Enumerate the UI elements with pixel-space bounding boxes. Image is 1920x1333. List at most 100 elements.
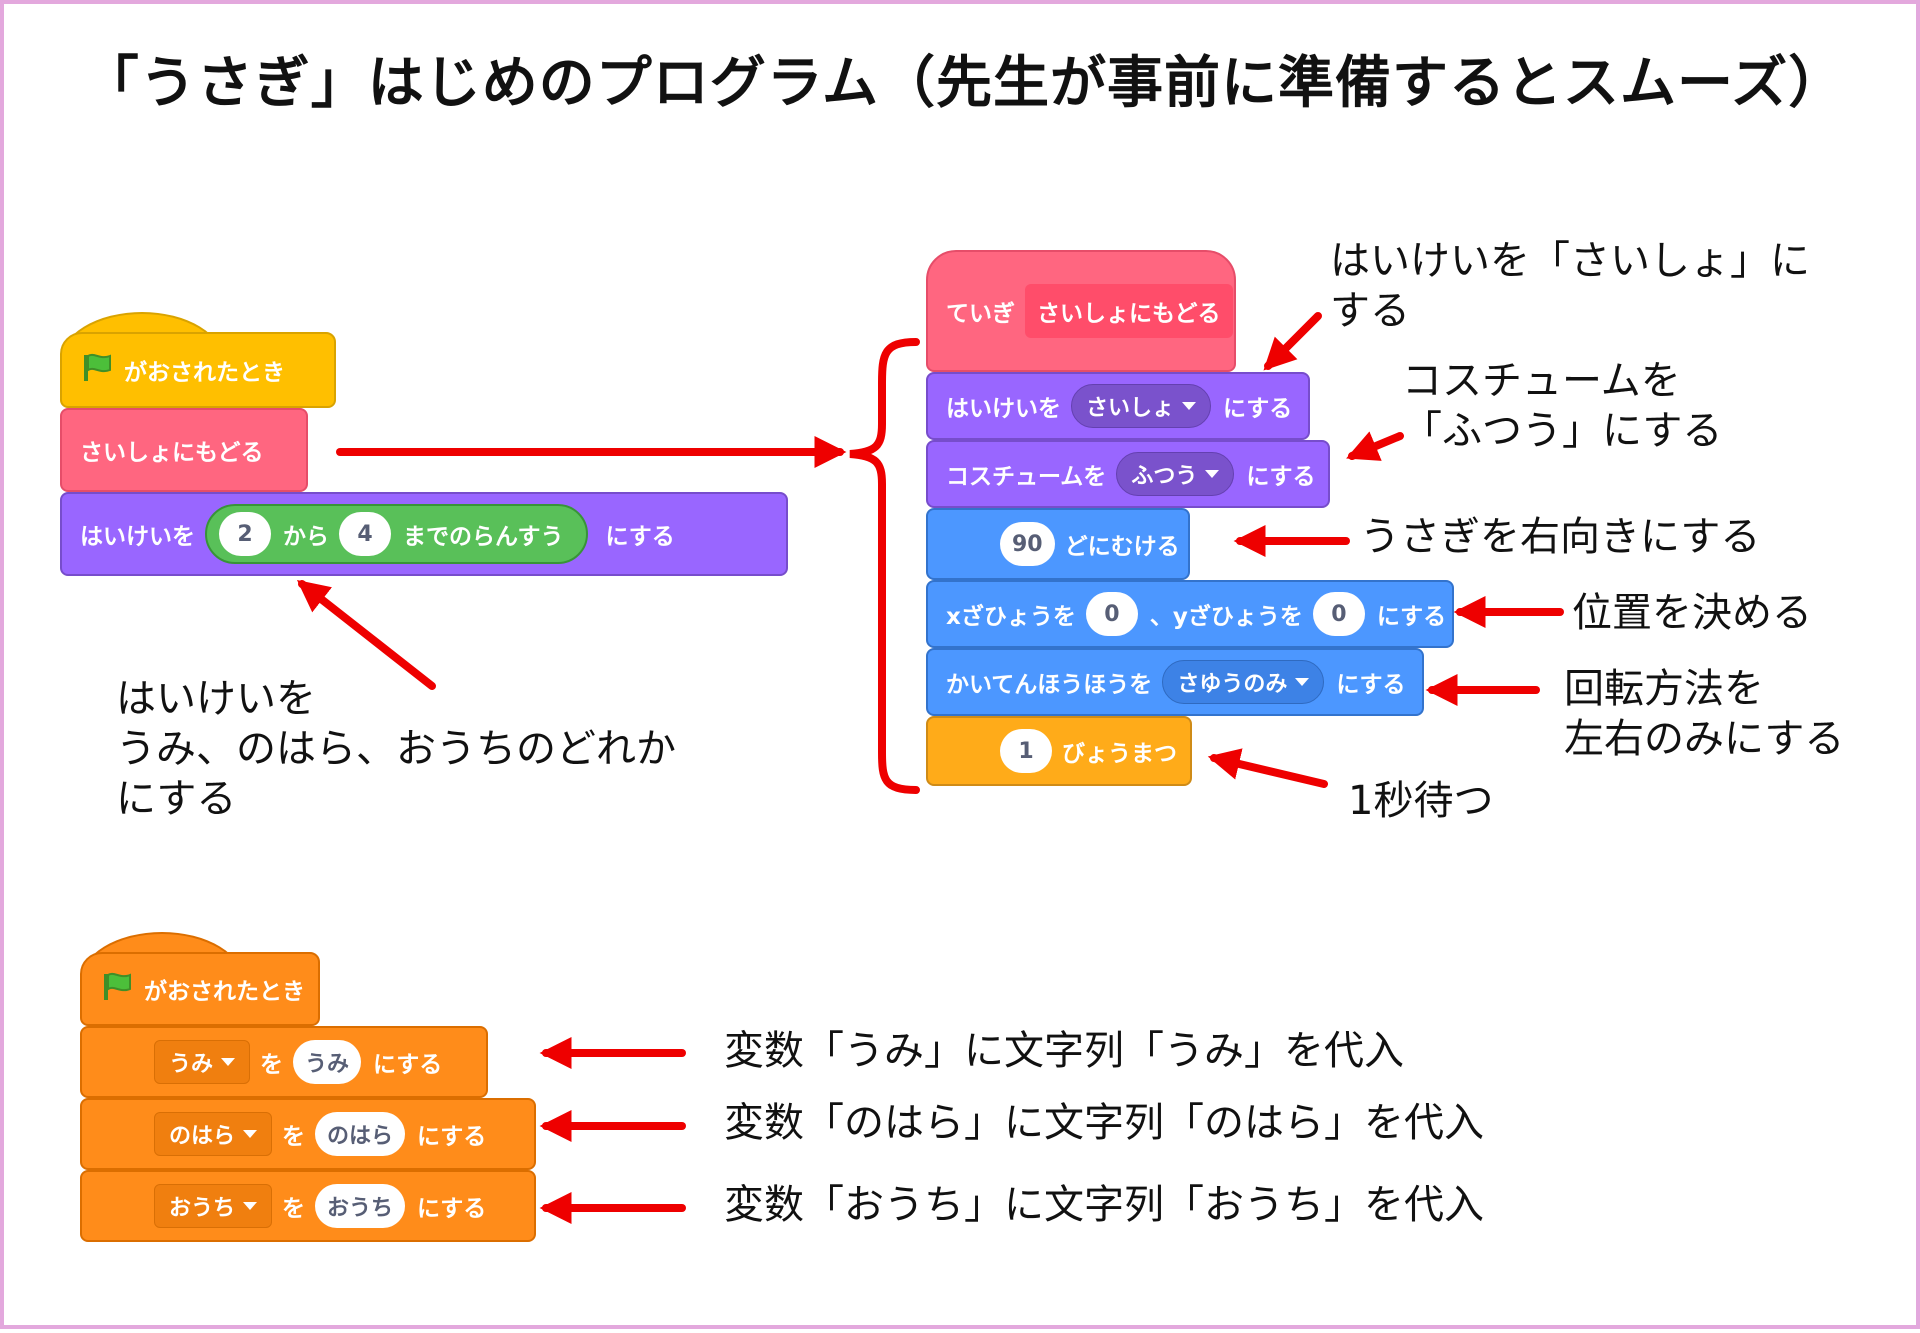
note-line: 変数「うみ」に文字列「うみ」を代入	[724, 1028, 1404, 1074]
note-rotation: 回転方法を 左右のみにする	[1564, 664, 1844, 764]
random-kara-label: から	[283, 524, 329, 550]
dropdown-caret-icon	[1295, 678, 1310, 686]
rotation-dropdown-value: さゆうのみ	[1177, 672, 1288, 697]
note-line: する	[1330, 288, 1410, 334]
y-input[interactable]: 0	[1312, 592, 1365, 636]
set-variable-block-nohara[interactable]: のはら を のはら にする	[80, 1098, 536, 1170]
variable-dropdown-value: のはら	[169, 1124, 236, 1149]
note-backdrop-reset: はいけいを「さいしょ」に する	[1330, 236, 1810, 336]
wo-label: を	[282, 1196, 306, 1222]
switch-costume-block[interactable]: コスチュームを ふつう にする	[926, 440, 1330, 508]
note-line: うみ、のはら、おうちのどれか	[116, 726, 676, 772]
rotation-suffix: にする	[1336, 672, 1406, 698]
set-variable-block-umi[interactable]: うみ を うみ にする	[80, 1026, 488, 1098]
define-name: さいしょにもどる	[1025, 284, 1233, 338]
value-input[interactable]: うみ	[293, 1040, 362, 1084]
custom-block-label: さいしょにもどる	[80, 440, 264, 466]
define-label: ていぎ	[946, 301, 1015, 327]
backdrop-dropdown-value: さいしょ	[1086, 396, 1175, 421]
random-to-input[interactable]: 4	[339, 512, 391, 556]
variable-dropdown-value: うみ	[169, 1052, 214, 1077]
note-line: 変数「おうち」に文字列「おうち」を代入	[724, 1182, 1484, 1228]
random-suffix-label: までのらんすう	[403, 524, 564, 550]
y-label: 、yざひょうを	[1149, 604, 1303, 630]
variable-dropdown-value: おうち	[169, 1196, 236, 1221]
note-line: 1秒待つ	[1348, 778, 1494, 824]
note-assign-nohara: 変数「のはら」に文字列「のはら」を代入	[724, 1098, 1484, 1148]
note-line: 回転方法を	[1564, 666, 1764, 712]
variable-dropdown[interactable]: おうち	[154, 1184, 273, 1228]
backdrop-suffix: にする	[1223, 396, 1293, 422]
set-rotation-style-block[interactable]: かいてんほうほうを さゆうのみ にする	[926, 648, 1424, 716]
dropdown-caret-icon	[1205, 470, 1220, 478]
pick-random-reporter[interactable]: 2 から 4 までのらんすう	[205, 504, 588, 564]
costume-dropdown-value: ふつう	[1131, 464, 1198, 489]
page-title: 「うさぎ」はじめのプログラム（先生が事前に準備するとスムーズ）	[82, 51, 1846, 116]
dropdown-caret-icon	[1182, 402, 1197, 410]
note-assign-ouchi: 変数「おうち」に文字列「おうち」を代入	[724, 1180, 1484, 1230]
note-random: はいけいを うみ、のはら、おうちのどれか にする	[116, 674, 676, 824]
note-line: はいけいを「さいしょ」に	[1330, 238, 1810, 284]
dropdown-caret-icon	[243, 1202, 258, 1210]
note-line: コスチュームを	[1402, 358, 1681, 404]
direction-input[interactable]: 90	[1000, 522, 1055, 566]
wo-label: を	[260, 1052, 284, 1078]
note-direction: うさぎを右向きにする	[1360, 512, 1760, 562]
red-arrow-icon	[1207, 748, 1328, 788]
note-line: 左右のみにする	[1564, 716, 1845, 762]
wait-input[interactable]: 1	[1000, 729, 1052, 773]
note-costume: コスチュームを 「ふつう」にする	[1402, 356, 1722, 456]
point-in-direction-block[interactable]: 90 どにむける	[926, 508, 1190, 580]
switch-backdrop-to-block[interactable]: はいけいを さいしょ にする	[926, 372, 1310, 440]
rotation-dropdown[interactable]: さゆうのみ	[1162, 660, 1325, 704]
set-suffix: にする	[417, 1196, 487, 1222]
costume-prefix: コスチュームを	[946, 464, 1107, 490]
note-assign-umi: 変数「うみ」に文字列「うみ」を代入	[724, 1026, 1404, 1076]
dropdown-caret-icon	[243, 1130, 258, 1138]
note-position: 位置を決める	[1572, 588, 1812, 638]
when-flag-clicked-block-2[interactable]: がおされたとき	[80, 952, 320, 1026]
set-variable-block-ouchi[interactable]: おうち を おうち にする	[80, 1170, 536, 1242]
costume-suffix: にする	[1246, 464, 1316, 490]
when-flag-clicked-block[interactable]: がおされたとき	[60, 332, 336, 408]
direction-label: どにむける	[1064, 534, 1180, 560]
set-suffix: にする	[417, 1124, 487, 1150]
xy-suffix: にする	[1376, 604, 1447, 630]
hat-label: がおされたとき	[124, 360, 285, 386]
curly-brace-icon	[849, 338, 920, 794]
wait-label: びょうまつ	[1062, 741, 1177, 767]
value-input[interactable]: のはら	[315, 1112, 406, 1156]
switch-backdrop-block[interactable]: はいけいを 2 から 4 までのらんすう にする	[60, 492, 788, 576]
note-wait: 1秒待つ	[1348, 776, 1493, 826]
backdrop-prefix: はいけいを	[80, 524, 195, 550]
annotation-overlay	[296, 312, 1564, 1224]
backdrop-prefix: はいけいを	[946, 396, 1061, 422]
set-suffix: にする	[373, 1052, 443, 1078]
red-arrow-icon	[1263, 312, 1322, 371]
note-line: うさぎを右向きにする	[1360, 514, 1761, 560]
note-line: 位置を決める	[1572, 590, 1812, 636]
wait-block[interactable]: 1 びょうまつ	[926, 716, 1192, 786]
backdrop-suffix: にする	[605, 524, 675, 550]
note-line: にする	[116, 776, 237, 822]
x-label: xざひょうを	[946, 604, 1076, 630]
variable-dropdown[interactable]: うみ	[154, 1040, 251, 1084]
random-from-input[interactable]: 2	[219, 512, 271, 556]
go-to-xy-block[interactable]: xざひょうを 0 、yざひょうを 0 にする	[926, 580, 1454, 648]
variable-dropdown[interactable]: のはら	[154, 1112, 273, 1156]
value-input[interactable]: おうち	[315, 1184, 406, 1228]
costume-dropdown[interactable]: ふつう	[1116, 452, 1235, 496]
note-line: 「ふつう」にする	[1402, 408, 1723, 454]
note-line: はいけいを	[116, 676, 316, 722]
define-block[interactable]: ていぎ さいしょにもどる	[926, 250, 1236, 372]
note-line: 変数「のはら」に文字列「のはら」を代入	[724, 1100, 1484, 1146]
red-arrow-icon	[296, 580, 436, 690]
green-flag-icon	[100, 970, 134, 1008]
custom-block-reset[interactable]: さいしょにもどる	[60, 408, 308, 492]
wo-label: を	[282, 1124, 306, 1150]
backdrop-dropdown[interactable]: さいしょ	[1071, 384, 1212, 428]
red-arrow-icon	[1346, 431, 1404, 461]
rotation-prefix: かいてんほうほうを	[946, 672, 1153, 698]
x-input[interactable]: 0	[1085, 592, 1138, 636]
